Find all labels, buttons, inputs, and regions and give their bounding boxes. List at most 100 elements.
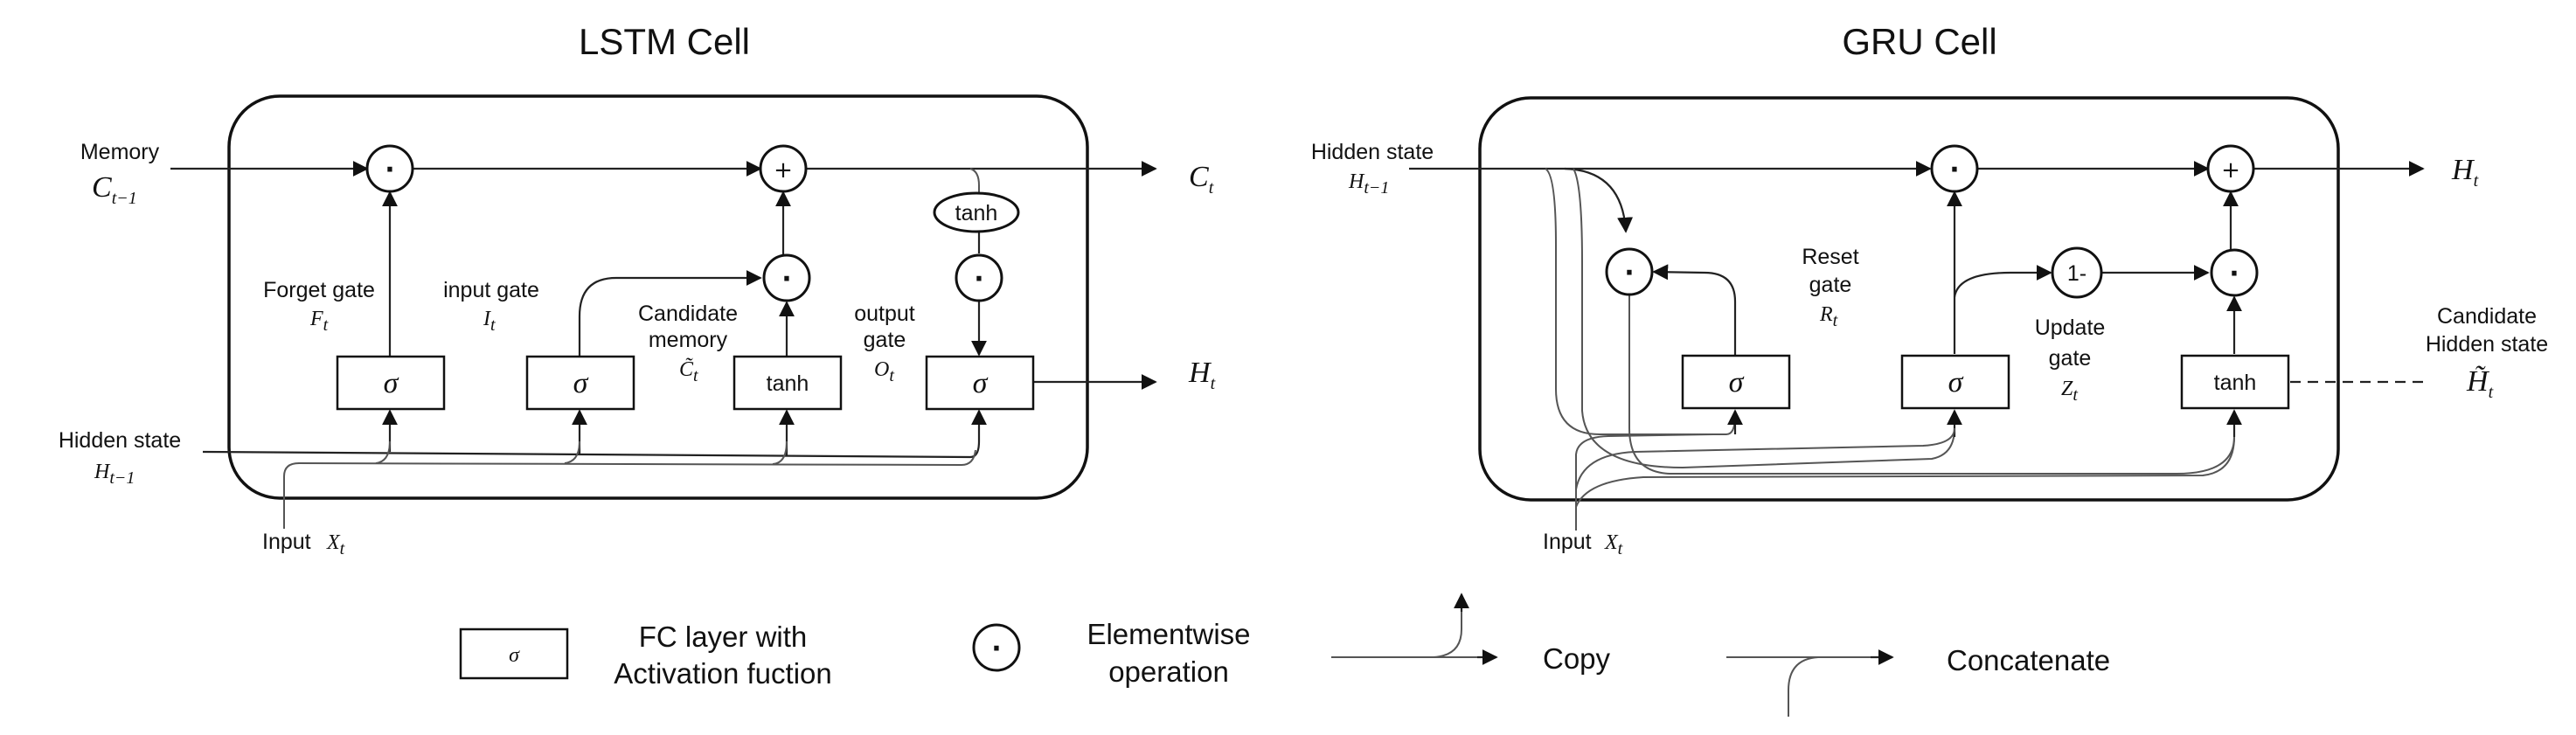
lstm-input-to-tanh xyxy=(772,440,788,465)
legend-copy-branch xyxy=(1433,603,1462,658)
lstm-candidate-symbol: C̃t xyxy=(679,357,698,385)
lstm-output-label-1: output xyxy=(854,302,915,326)
gru-candidate-label-1: Candidate xyxy=(2437,304,2537,329)
gru-update-sigma-box xyxy=(1900,354,2010,410)
lstm-tanh-ellipse xyxy=(933,191,1020,233)
gru-reset-sigma-box xyxy=(1681,354,1791,410)
lstm-forget-sigma: σ xyxy=(384,367,399,399)
lstm-add-symbol: + xyxy=(774,157,793,184)
legend-concat-label: Concatenate xyxy=(1947,644,2110,676)
gru-reset-label-2: gate xyxy=(1809,273,1852,297)
lstm-input-to-forget xyxy=(375,440,391,464)
lstm-input-bus xyxy=(283,449,976,529)
gru-update-sigma: σ xyxy=(1948,366,1964,399)
gru-reset-symbol: Rt xyxy=(1819,303,1838,330)
gru-candidate-multiply-symbol: · xyxy=(2229,259,2239,289)
lstm-input-gate-arrow xyxy=(578,270,762,356)
gru-tanh-label: tanh xyxy=(2214,371,2257,395)
gru-hidden-label: Hidden state xyxy=(1311,140,1434,164)
lstm-input-multiply-symbol: · xyxy=(781,264,791,295)
legend-fc-label-1: FC layer with xyxy=(639,621,808,653)
lstm-output-sigma: σ xyxy=(973,367,989,399)
gru-candidate-symbol: H̃t xyxy=(2466,365,2494,402)
lstm-add-node xyxy=(759,144,808,193)
gru-update-multiply-symbol: · xyxy=(1949,155,1959,185)
gru-input-to-update xyxy=(1575,427,1955,490)
gru-candidate-multiply xyxy=(2210,248,2259,297)
legend-elementwise-label-2: operation xyxy=(1108,655,1229,688)
gru-cell-border xyxy=(1478,96,2340,502)
lstm-candidate-label-2: memory xyxy=(649,328,728,352)
lstm-output-label-2: gate xyxy=(864,328,906,352)
legend-concat-branch xyxy=(1788,656,1819,717)
gru-input-to-reset xyxy=(1575,433,1714,530)
lstm-output-multiply xyxy=(955,253,1003,302)
lstm-tanh-ellipse-label: tanh xyxy=(955,201,998,225)
gru-update-label-1: Update xyxy=(2035,315,2106,340)
lstm-input-gate-label: input gate xyxy=(443,278,539,302)
lstm-tanh-box xyxy=(733,355,843,411)
lstm-input-sigma-box xyxy=(525,355,635,411)
gru-hidden-to-reset-mult xyxy=(1564,167,1634,233)
lstm-output-symbol: Ot xyxy=(874,358,894,385)
lstm-output-sigma-box xyxy=(925,355,1035,411)
lstm-input-label: Input xyxy=(262,530,311,554)
gru-add-node xyxy=(2206,144,2255,193)
lstm-input-gate-symbol: It xyxy=(483,308,496,335)
legend-copy-label: Copy xyxy=(1543,642,1611,675)
lstm-forget-multiply xyxy=(365,144,414,193)
lstm-hidden-symbol: Ht−1 xyxy=(94,461,135,488)
gru-one-minus-node xyxy=(2051,246,2103,299)
legend-fc-label-2: Activation fuction xyxy=(614,657,831,690)
lstm-title: LSTM Cell xyxy=(579,21,750,62)
lstm-hidden-bus xyxy=(202,409,987,459)
gru-reset-multiply xyxy=(1605,247,1654,296)
lstm-forget-label: Forget gate xyxy=(263,278,375,302)
lstm-tanh-branch xyxy=(969,168,980,194)
lstm-input-multiply xyxy=(762,253,811,302)
lstm-hidden-label: Hidden state xyxy=(59,428,181,453)
lstm-input-sigma: σ xyxy=(573,367,589,399)
lstm-cell-border xyxy=(227,94,1089,500)
legend: σ FC layer with Activation fuction · Ele… xyxy=(459,593,2110,717)
lstm-candidate-label-1: Candidate xyxy=(638,302,738,326)
gru-title: GRU Cell xyxy=(1842,21,1996,62)
lstm-input-symbol: Xt xyxy=(326,531,345,558)
gru-hidden-to-reset xyxy=(1545,168,1736,435)
gru-reset-multiply-symbol: · xyxy=(1624,258,1634,288)
lstm-forget-symbol: Ft xyxy=(309,308,329,335)
gru-hidden-symbol: Ht−1 xyxy=(1348,170,1389,198)
gru-reset-sigma: σ xyxy=(1729,366,1745,399)
gru-add-symbol: + xyxy=(2221,157,2240,184)
gru-hidden-to-update xyxy=(1573,168,1955,469)
lstm-input-to-input xyxy=(564,440,580,464)
lstm-tanh-label: tanh xyxy=(767,371,809,396)
gru-input-label: Input xyxy=(1543,530,1592,554)
lstm-out-h-symbol: Ht xyxy=(1188,357,1216,393)
gru-candidate-label-2: Hidden state xyxy=(2426,332,2548,357)
gru-one-minus-symbol: 1- xyxy=(2067,261,2086,286)
gru-input-symbol: Xt xyxy=(1604,531,1623,558)
gru-update-symbol: Zt xyxy=(2061,378,2078,405)
gru-reset-to-mult xyxy=(1652,264,1737,356)
gru-reset-mult-to-tanh xyxy=(1628,295,2235,475)
gru-tanh-box xyxy=(2180,354,2290,410)
gru-update-multiply xyxy=(1930,144,1979,193)
lstm-cell: LSTM Cell · + · xyxy=(59,21,1216,558)
gru-update-label-2: gate xyxy=(2049,346,2092,371)
gru-cell: GRU Cell · · + 1- xyxy=(1311,21,2548,558)
legend-elementwise-label-1: Elementwise xyxy=(1087,618,1250,650)
lstm-out-c-symbol: Ct xyxy=(1189,161,1214,198)
legend-fc-box xyxy=(459,628,569,680)
legend-dot: · xyxy=(991,634,1001,664)
gru-input-to-tanh xyxy=(1575,436,2235,508)
lstm-forget-multiply-symbol: · xyxy=(385,155,394,185)
lstm-memory-label: Memory xyxy=(80,140,160,164)
gru-reset-label-1: Reset xyxy=(1802,245,1858,269)
gru-out-h-symbol: Ht xyxy=(2451,154,2479,191)
lstm-memory-symbol: Ct−1 xyxy=(92,171,137,208)
lstm-output-multiply-symbol: · xyxy=(974,264,983,295)
gru-update-to-one-minus xyxy=(1953,265,2052,298)
legend-sigma: σ xyxy=(509,644,520,667)
